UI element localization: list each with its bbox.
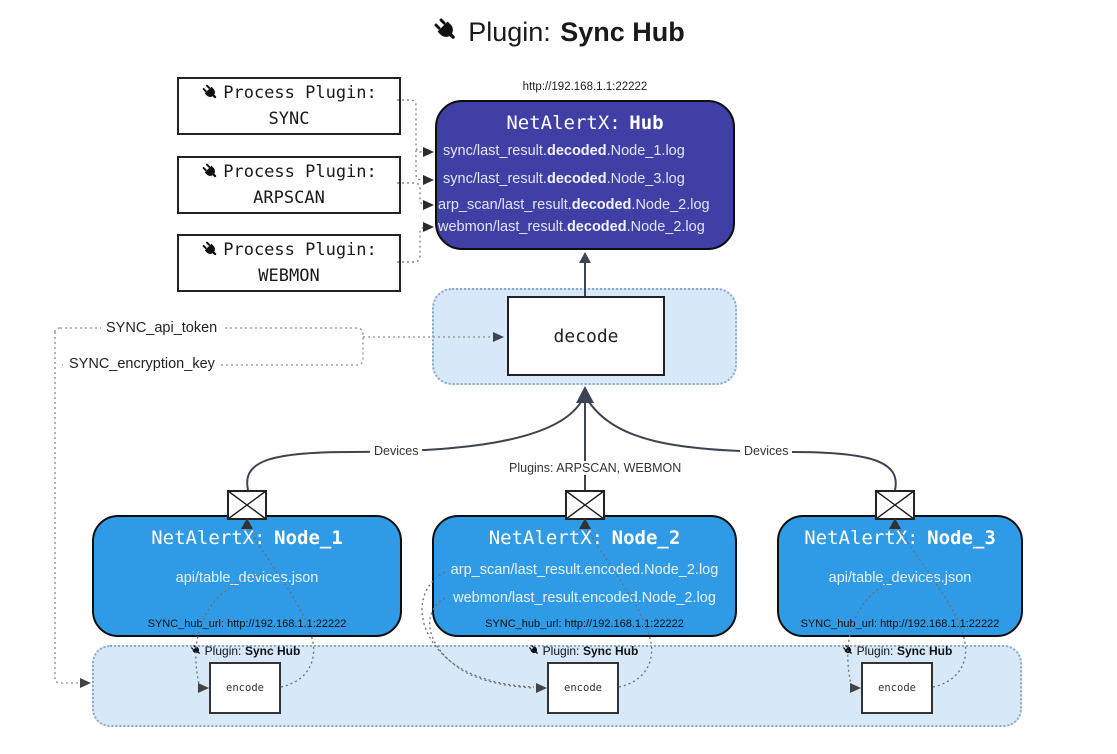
process-plugin-arpscan: Process Plugin: ARPSCAN — [177, 156, 401, 214]
plug-icon — [842, 645, 852, 654]
hub-in-arrowhead — [579, 252, 591, 263]
plugin-to-hub-edges — [397, 99, 427, 263]
node1-file: api/table_devices.json — [175, 570, 319, 586]
devices-label-right: Devices — [740, 444, 793, 458]
page-title-label: Plugin: — [468, 17, 551, 47]
process-plugin-label: Process Plugin: — [223, 239, 377, 260]
bar-in-arrowhead — [80, 678, 91, 688]
envelope-icon — [875, 490, 915, 520]
hub-log-line: sync/last_result.decoded.Node_3.log — [443, 171, 685, 187]
hub-title: NetAlertX: Hub — [435, 112, 735, 134]
node2-hub-url: SYNC_hub_url: http://192.168.1.1:22222 — [485, 618, 684, 630]
hub-title-name: Hub — [629, 112, 664, 134]
node2-file: webmon/last_result.encoded.Node_2.log — [453, 590, 716, 606]
page-title-name: Sync Hub — [560, 17, 685, 47]
decode-bottom-arrowhead — [576, 386, 594, 403]
hub-box — [435, 100, 735, 250]
hub-log-line: webmon/last_result.decoded.Node_2.log — [438, 219, 705, 235]
encode-box: encode — [209, 662, 281, 714]
plug-icon — [190, 645, 200, 654]
envelope-icon — [565, 490, 605, 520]
hub-title-prefix: NetAlertX: — [506, 112, 621, 134]
hub-url: http://192.168.1.1:22222 — [522, 81, 648, 93]
node3-title: NetAlertX:Node_3 — [804, 527, 996, 549]
node3-file: api/table_devices.json — [828, 570, 972, 586]
process-plugin-webmon: Process Plugin: WEBMON — [177, 234, 401, 292]
node2-file: arp_scan/last_result.encoded.Node_2.log — [450, 562, 719, 578]
sync-encryption-key-label: SYNC_encryption_key — [64, 356, 220, 372]
page-title: Plugin: Sync Hub — [0, 16, 1117, 48]
plugins-mid-label: Plugins: ARPSCAN, WEBMON — [505, 461, 686, 475]
process-plugin-label: Process Plugin: — [223, 82, 377, 103]
encode-plugin-label: Plugin:Sync Hub — [503, 644, 663, 658]
sync-api-token-label: SYNC_api_token — [101, 320, 223, 336]
process-plugin-name: WEBMON — [258, 266, 320, 286]
encode-box: encode — [861, 662, 933, 714]
node2-title: NetAlertX:Node_2 — [488, 527, 681, 549]
hub-log-line: sync/last_result.decoded.Node_1.log — [443, 143, 685, 159]
plug-icon — [202, 163, 217, 178]
node1-title: NetAlertX:Node_1 — [151, 527, 343, 549]
plug-icon — [202, 84, 217, 99]
process-plugin-label: Process Plugin: — [223, 161, 377, 182]
encode-plugin-label: Plugin:Sync Hub — [817, 644, 977, 658]
node1-hub-url: SYNC_hub_url: http://192.168.1.1:22222 — [147, 618, 347, 630]
encode-plugin-label: Plugin:Sync Hub — [165, 644, 325, 658]
process-plugin-name: SYNC — [268, 109, 310, 129]
devices-label-left: Devices — [370, 444, 423, 458]
node3-hub-url: SYNC_hub_url: http://192.168.1.1:22222 — [800, 618, 1000, 630]
plug-icon — [528, 645, 538, 654]
hub-log-line: arp_scan/last_result.decoded.Node_2.log — [438, 197, 710, 213]
node-to-decode-edges — [246, 401, 897, 491]
process-plugin-sync: Process Plugin: SYNC — [177, 77, 401, 135]
encode-box: encode — [547, 662, 619, 714]
envelope-icon — [227, 490, 267, 520]
decode-box: decode — [507, 296, 665, 376]
hub-line-arrowheads — [423, 147, 434, 232]
process-plugin-name: ARPSCAN — [253, 188, 325, 208]
plug-icon — [202, 241, 217, 256]
plug-icon — [434, 18, 456, 39]
